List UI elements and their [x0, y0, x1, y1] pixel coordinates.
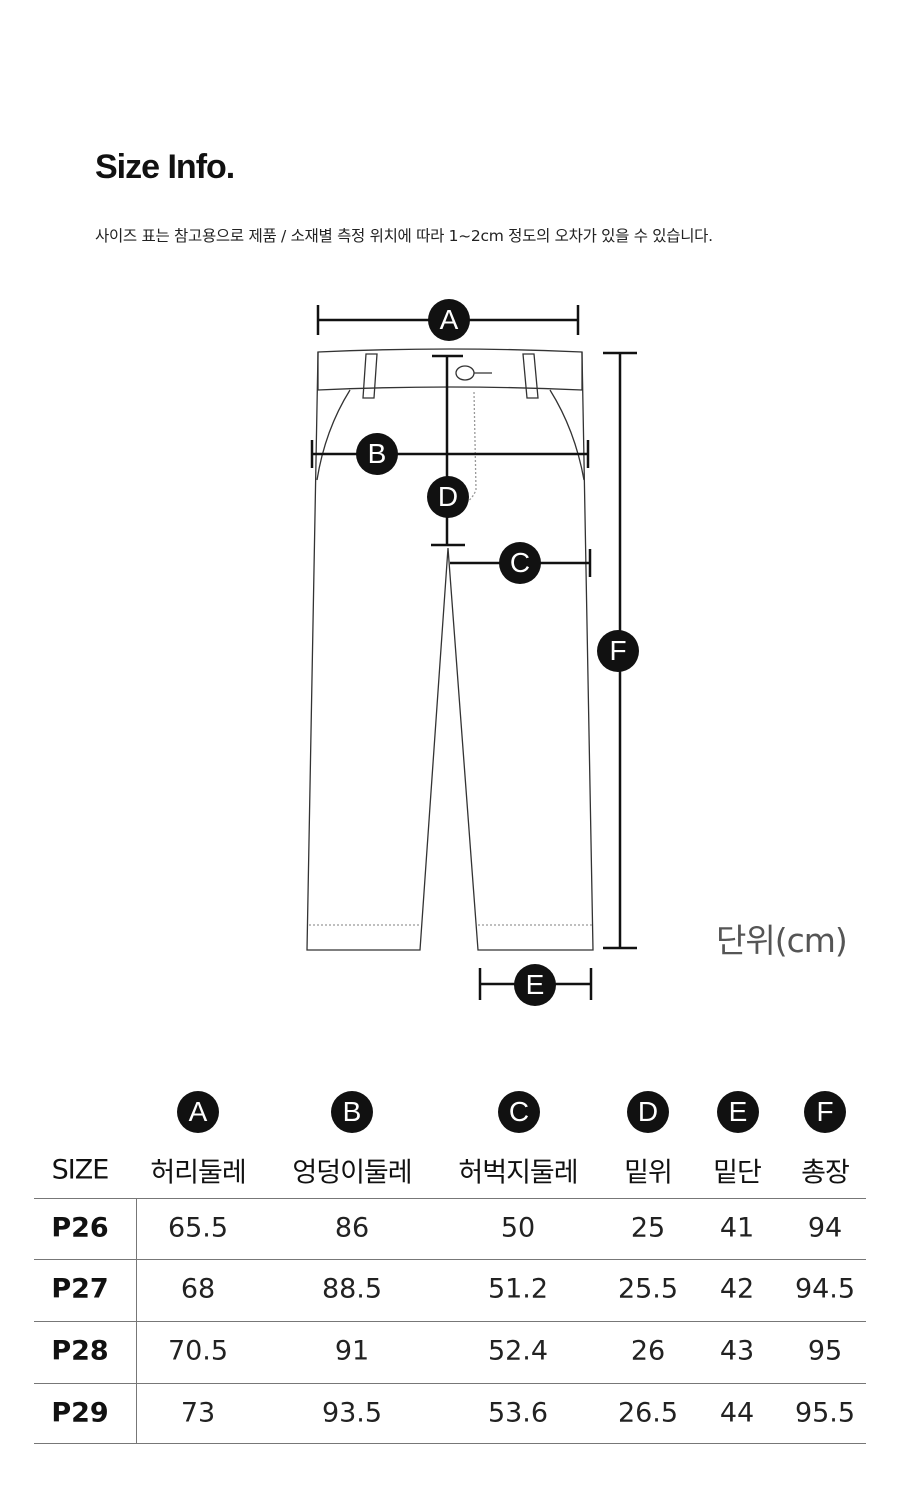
col-marker-a-icon: A: [177, 1091, 219, 1133]
size-label: P26: [51, 1212, 109, 1244]
table-cell: 25.5: [617, 1273, 679, 1305]
table-cell: 65.5: [167, 1212, 229, 1244]
table-cell: 52.4: [487, 1335, 549, 1367]
page-title: Size Info.: [95, 148, 235, 186]
size-label: P28: [51, 1335, 109, 1367]
table-cell: 73: [180, 1397, 216, 1429]
marker-f-icon: F: [597, 630, 639, 672]
table-cell: 70.5: [167, 1335, 229, 1367]
column-header: 허벅지둘레: [458, 1157, 578, 1189]
table-cell: 93.5: [321, 1397, 383, 1429]
table-cell: 26: [630, 1335, 666, 1367]
table-cell: 94.5: [794, 1273, 856, 1305]
table-cell: 26.5: [617, 1397, 679, 1429]
size-disclaimer: 사이즈 표는 참고용으로 제품 / 소재별 측정 위치에 따라 1~2cm 정도…: [95, 227, 713, 245]
col-marker-f-icon: F: [804, 1091, 846, 1133]
header-size: SIZE: [51, 1154, 110, 1186]
table-cell: 25: [630, 1212, 666, 1244]
col-marker-b-icon: B: [331, 1091, 373, 1133]
table-cell: 95.5: [794, 1397, 856, 1429]
table-cell: 68: [180, 1273, 216, 1305]
table-cell: 51.2: [487, 1273, 549, 1305]
table-cell: 42: [719, 1273, 755, 1305]
pants-diagram: [306, 305, 637, 1000]
table-cell: 95: [807, 1335, 843, 1367]
marker-b-icon: B: [356, 433, 398, 475]
col-marker-e-icon: E: [717, 1091, 759, 1133]
marker-e-icon: E: [514, 964, 556, 1006]
table-cell: 86: [334, 1212, 370, 1244]
column-header: 총장: [801, 1157, 850, 1189]
table-cell: 43: [719, 1335, 755, 1367]
table-cell: 53.6: [487, 1397, 549, 1429]
column-header: 엉덩이둘레: [292, 1157, 412, 1189]
pants-outline: [306, 348, 594, 951]
marker-d-icon: D: [427, 476, 469, 518]
column-header: 허리둘레: [150, 1157, 246, 1189]
table-cell: 41: [719, 1212, 755, 1244]
table-divider: [34, 1443, 866, 1444]
marker-c-icon: C: [499, 542, 541, 584]
table-divider: [34, 1259, 866, 1260]
col-marker-c-icon: C: [498, 1091, 540, 1133]
table-cell: 88.5: [321, 1273, 383, 1305]
unit-label: 단위(cm): [716, 921, 848, 960]
marker-a-icon: A: [428, 299, 470, 341]
measure-lines: [310, 305, 637, 1000]
size-label: P29: [51, 1397, 109, 1429]
col-marker-d-icon: D: [627, 1091, 669, 1133]
table-cell: 50: [500, 1212, 536, 1244]
column-header: 밑단: [713, 1157, 762, 1189]
size-label: P27: [51, 1273, 109, 1305]
table-column-divider: [136, 1198, 137, 1443]
table-divider: [34, 1383, 866, 1384]
column-header: 밑위: [624, 1157, 673, 1189]
table-cell: 91: [334, 1335, 370, 1367]
table-cell: 44: [719, 1397, 755, 1429]
table-divider: [34, 1321, 866, 1322]
table-divider: [34, 1198, 866, 1199]
table-cell: 94: [807, 1212, 843, 1244]
